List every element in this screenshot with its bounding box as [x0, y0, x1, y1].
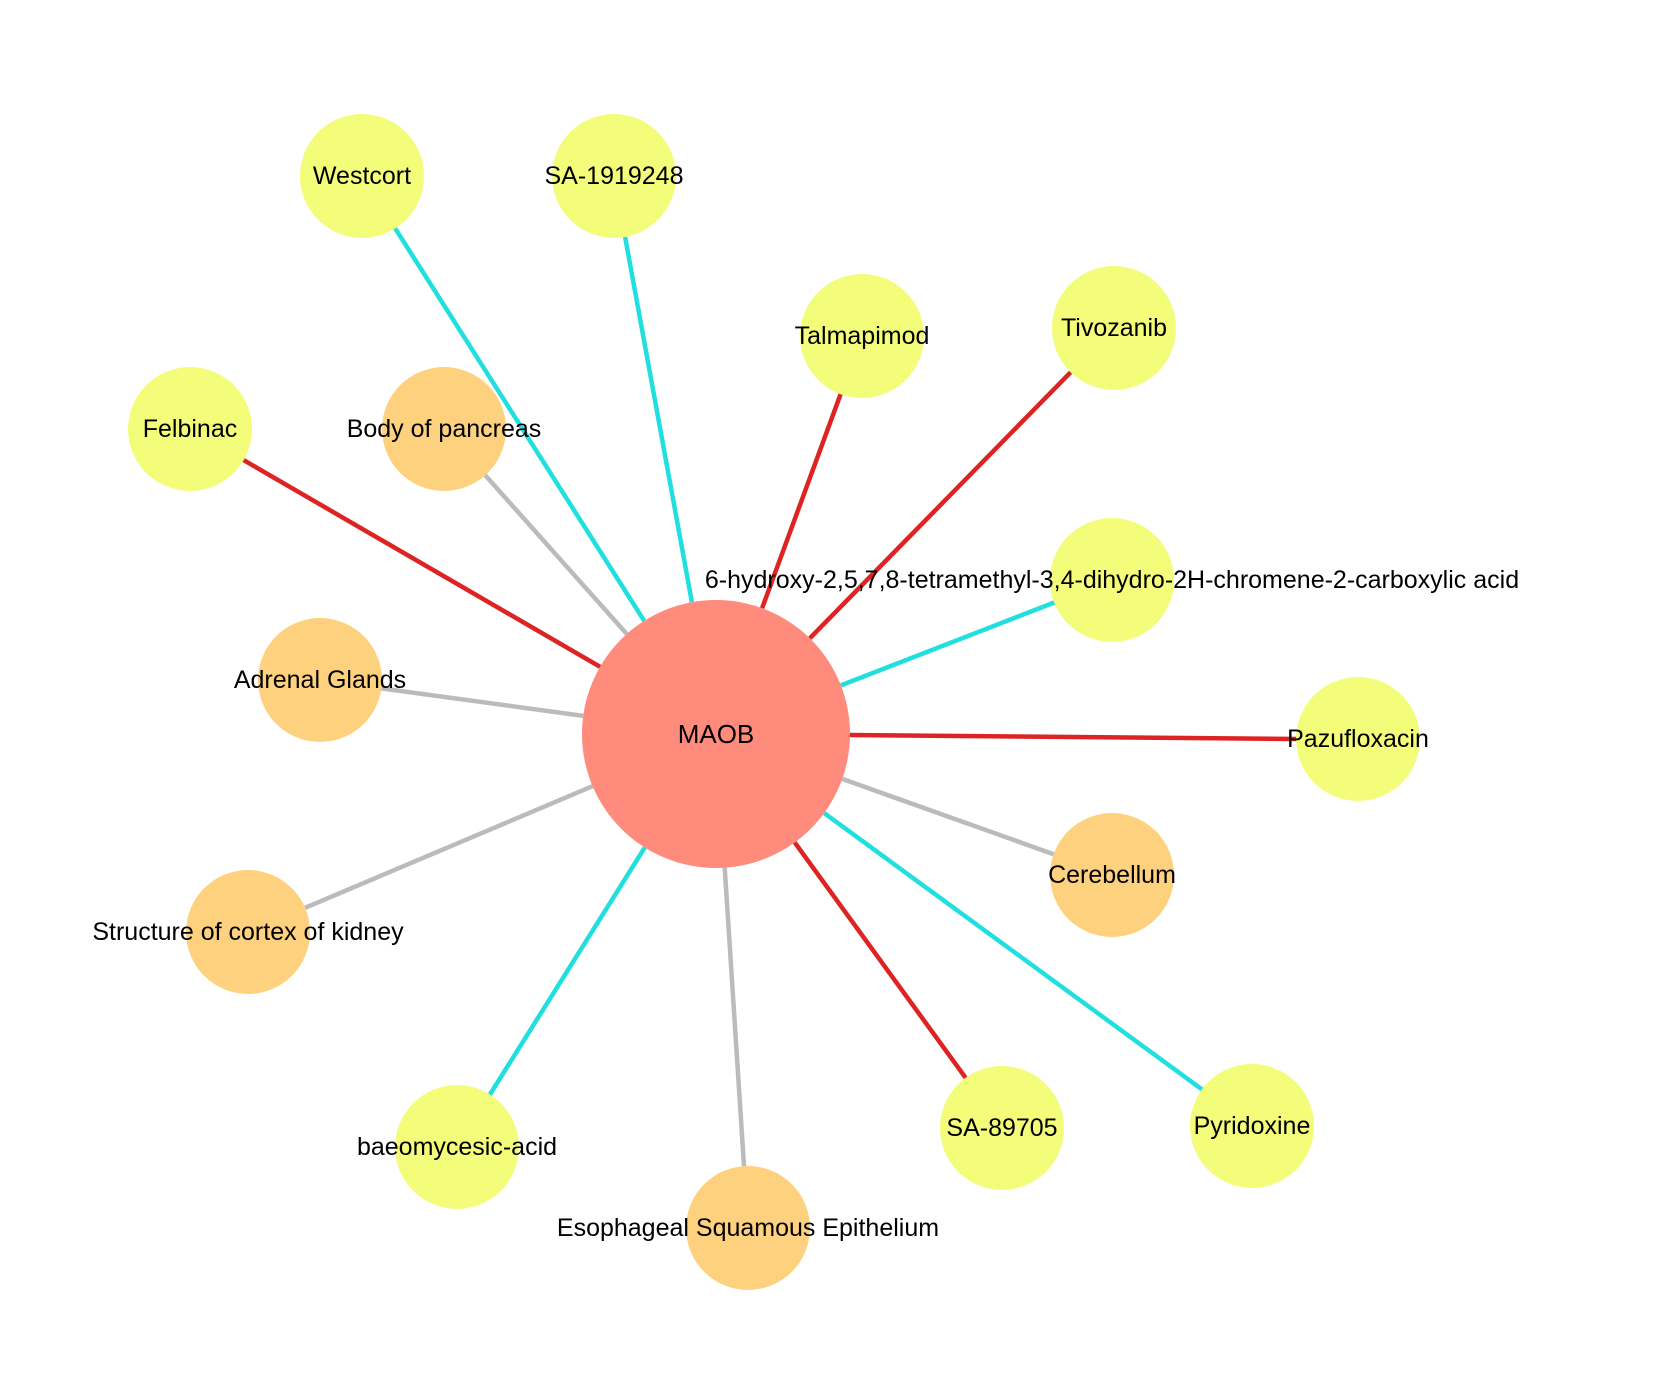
node-label-cerebellum: Cerebellum [1048, 861, 1176, 889]
node-label-pazufloxacin: Pazufloxacin [1287, 725, 1429, 753]
node-label-adrenal: Adrenal Glands [234, 666, 406, 694]
edge-maob-felbinac [242, 458, 602, 669]
node-label-tivozanib: Tivozanib [1061, 314, 1167, 342]
edge-maob-adrenal [381, 686, 584, 719]
node-pancreas[interactable] [382, 367, 506, 491]
node-label-talmapimod: Talmapimod [795, 322, 930, 350]
edge-maob-baeomycesic [487, 846, 647, 1096]
node-talmapimod[interactable] [800, 274, 924, 398]
edge-maob-pazufloxacin [849, 732, 1301, 742]
node-cerebellum[interactable] [1050, 813, 1174, 937]
nodes-layer [128, 114, 1420, 1290]
edges-layer [242, 227, 1301, 1167]
node-label-sa1919248: SA-1919248 [544, 162, 683, 190]
node-adrenal[interactable] [258, 618, 382, 742]
node-baeomycesic[interactable] [395, 1085, 519, 1209]
edge-maob-westcort [393, 227, 647, 623]
node-label-pyridoxine: Pyridoxine [1194, 1112, 1311, 1140]
node-label-westcort: Westcort [313, 162, 411, 190]
edge-maob-pyridoxine [822, 811, 1204, 1092]
node-kidney[interactable] [186, 870, 310, 994]
node-label-sa89705: SA-89705 [946, 1114, 1057, 1142]
node-esophageal[interactable] [686, 1166, 810, 1290]
edge-maob-esophageal [722, 867, 747, 1167]
node-label-esophageal: Esophageal Squamous Epithelium [557, 1214, 939, 1242]
node-label-felbinac: Felbinac [143, 415, 238, 443]
node-sa89705[interactable] [940, 1066, 1064, 1190]
node-pyridoxine[interactable] [1190, 1064, 1314, 1188]
edge-maob-talmapimod [759, 393, 843, 609]
node-tivozanib[interactable] [1052, 266, 1176, 390]
node-sa1919248[interactable] [552, 114, 676, 238]
node-felbinac[interactable] [128, 367, 252, 491]
edge-maob-pancreas [483, 473, 629, 636]
edge-maob-cerebellum [841, 776, 1055, 857]
node-westcort[interactable] [300, 114, 424, 238]
edge-maob-sa1919248 [622, 236, 695, 603]
edge-maob-tivozanib [808, 370, 1073, 640]
center-node-label: MAOB [678, 719, 755, 749]
center-node-group: MAOB [582, 600, 850, 868]
edge-maob-sa89705 [792, 841, 968, 1080]
edge-maob-kidney [304, 784, 594, 910]
node-label-chromene: 6-hydroxy-2,5,7,8-tetramethyl-3,4-dihydr… [705, 566, 1519, 594]
node-label-kidney: Structure of cortex of kidney [92, 918, 404, 946]
node-label-pancreas: Body of pancreas [347, 415, 542, 443]
node-label-baeomycesic: baeomycesic-acid [357, 1133, 557, 1161]
edge-maob-chromene [840, 600, 1056, 688]
node-chromene[interactable] [1050, 518, 1174, 642]
node-pazufloxacin[interactable] [1296, 677, 1420, 801]
center-node-maob[interactable] [582, 600, 850, 868]
